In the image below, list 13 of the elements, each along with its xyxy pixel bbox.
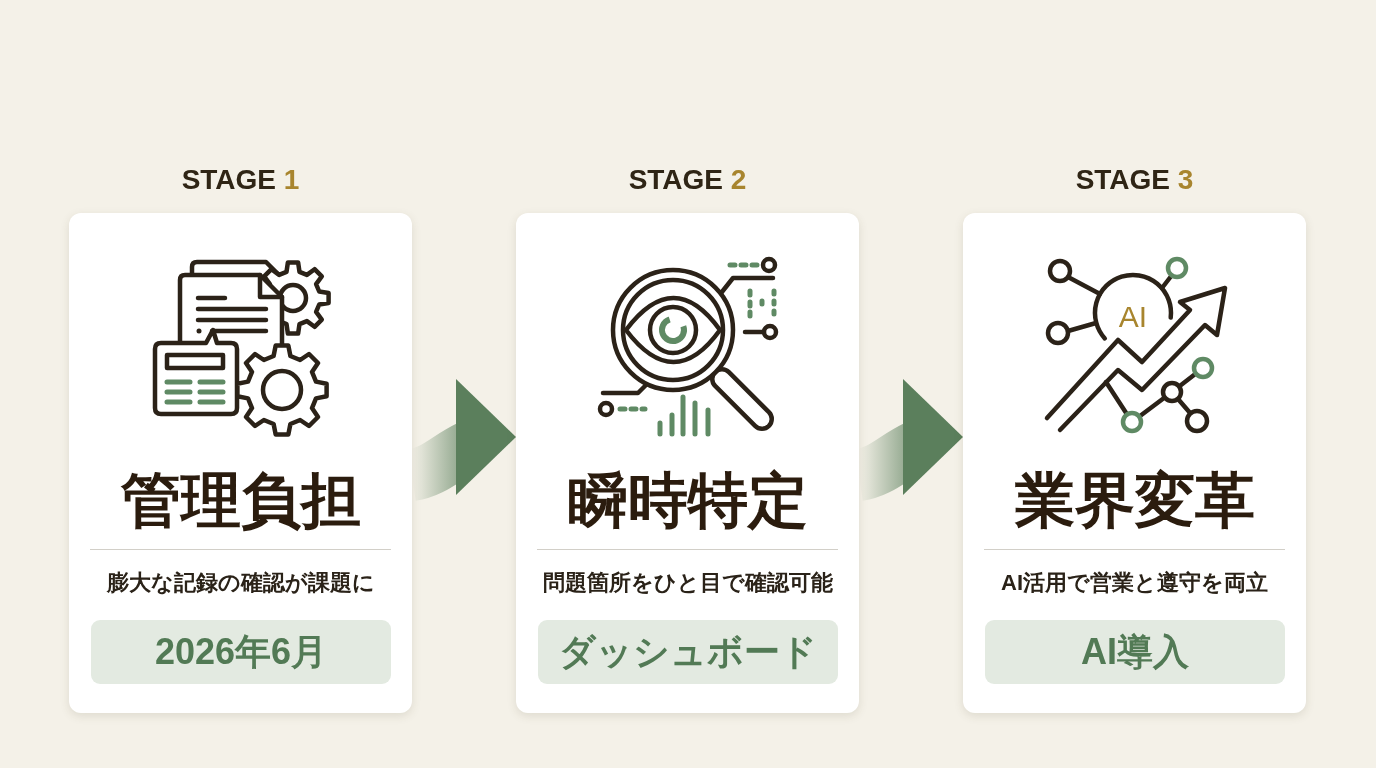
stage-description: 膨大な記録の確認が課題に [106, 569, 375, 597]
stage-heading: STAGE 2 [628, 163, 747, 197]
highlight-box: AI導入 [985, 620, 1285, 684]
stage-title: 管理負担 [120, 467, 361, 533]
icon-text: AI [1118, 301, 1148, 333]
highlight-box: 2026年6月 [91, 620, 391, 684]
stage-title: 業界変革 [1014, 467, 1255, 533]
highlight-box: ダッシュボード [538, 620, 838, 684]
stage-title: 瞬時特定 [567, 467, 808, 533]
stage-heading: STAGE 3 [1075, 163, 1194, 197]
stage-description: AI活用で営業と遵守を両立 [1001, 569, 1268, 597]
stage-description: 問題箇所をひと目で確認可能 [542, 569, 833, 597]
stage-heading: STAGE 1 [181, 163, 300, 197]
